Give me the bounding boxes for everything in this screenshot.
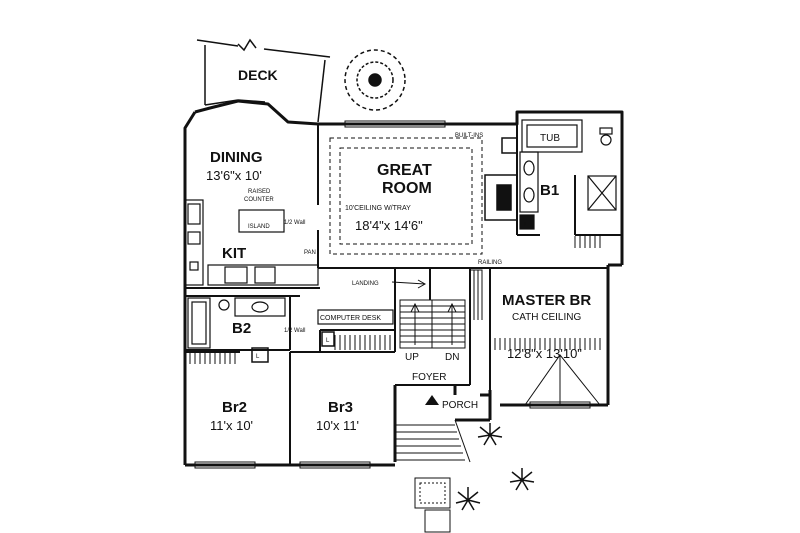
great-room-label-2: ROOM bbox=[382, 180, 432, 197]
island-label: ISLAND bbox=[248, 224, 270, 230]
br3-size: 10'x 11' bbox=[316, 418, 359, 433]
up-label: UP bbox=[405, 352, 419, 363]
closet-l-label-3: L bbox=[524, 222, 528, 228]
shrub-1 bbox=[477, 423, 503, 446]
great-room-label-1: GREAT bbox=[377, 162, 432, 179]
foyer-label: FOYER bbox=[412, 372, 446, 383]
cathedral-ceiling bbox=[524, 354, 601, 406]
kit-label: KIT bbox=[222, 245, 246, 262]
shrub-3 bbox=[455, 487, 481, 511]
master-br-label: MASTER BR bbox=[502, 292, 591, 309]
tree-top bbox=[344, 49, 406, 111]
half-wall-label-2: 1/2 Wall bbox=[284, 328, 305, 334]
porch-label: PORCH bbox=[442, 400, 478, 411]
built-ins-label: BUILT-INS bbox=[455, 133, 483, 139]
kitchen-fixtures bbox=[184, 199, 319, 286]
closets bbox=[189, 236, 601, 364]
entry-marker bbox=[425, 395, 439, 405]
stairs bbox=[391, 269, 483, 463]
half-wall-label-1: 1/2 Wall bbox=[284, 220, 305, 226]
closet-l-label-1: L bbox=[256, 354, 260, 360]
fireplace bbox=[484, 137, 518, 221]
landing-label: LANDING bbox=[352, 281, 379, 287]
tray-ceiling bbox=[329, 137, 483, 255]
br2-label: Br2 bbox=[222, 399, 247, 416]
interior-walls bbox=[185, 124, 622, 465]
dining-label: DINING bbox=[210, 149, 263, 166]
b2-label: B2 bbox=[232, 320, 251, 337]
tub-label: TUB bbox=[540, 133, 560, 144]
raised-counter-label-1: RAISED bbox=[248, 189, 271, 195]
deck-label: DECK bbox=[238, 67, 278, 83]
walkway bbox=[414, 477, 451, 533]
br3-label: Br3 bbox=[328, 399, 353, 416]
master-ceiling: CATH CEILING bbox=[512, 312, 581, 323]
bath-b1-fixtures bbox=[519, 119, 617, 230]
deck bbox=[196, 38, 331, 123]
great-room-ceiling: 10'CEILING W/TRAY bbox=[345, 205, 411, 212]
bath-b2-fixtures bbox=[187, 297, 286, 349]
master-size: 12'8"x 13'10" bbox=[507, 346, 582, 361]
great-room-size: 18'4"x 14'6" bbox=[355, 218, 423, 233]
dn-label: DN bbox=[445, 352, 459, 363]
pan-label: PAN bbox=[304, 250, 316, 256]
br2-size: 11'x 10' bbox=[210, 418, 253, 433]
computer-desk-label: COMPUTER DESK bbox=[320, 315, 381, 322]
railing-label: RAILING bbox=[478, 260, 502, 266]
b1-label: B1 bbox=[540, 182, 559, 199]
shrub-2 bbox=[509, 468, 535, 491]
raised-counter-label-2: COUNTER bbox=[244, 197, 274, 203]
dining-size: 13'6"x 10' bbox=[206, 168, 262, 183]
closet-l-label-2: L bbox=[326, 338, 330, 344]
computer-desk bbox=[317, 309, 394, 325]
